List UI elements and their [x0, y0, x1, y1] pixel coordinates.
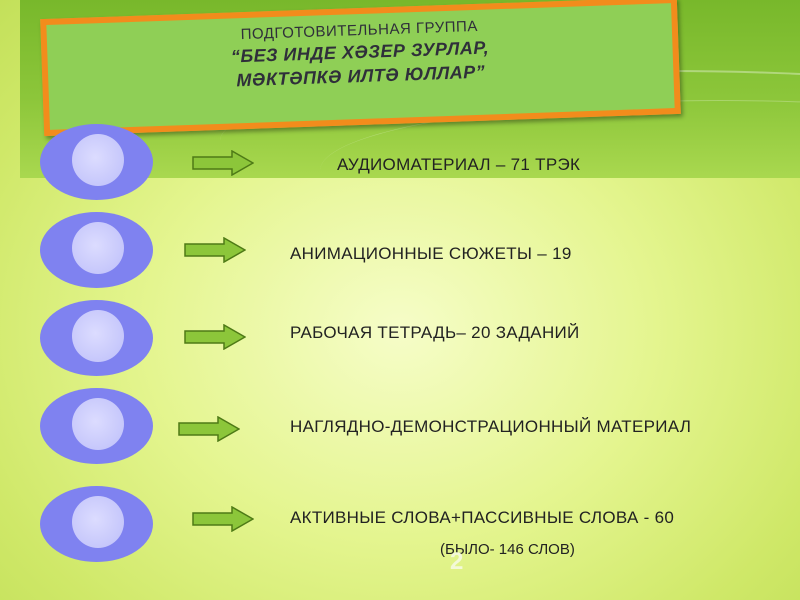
bullet-circle-icon [40, 388, 153, 464]
slide-number: 2 [450, 548, 464, 575]
bullet-circle-icon [40, 300, 153, 376]
bullet-circle-icon [40, 212, 153, 288]
bullet-circle-icon [40, 486, 153, 562]
item-label: АУДИОМАТЕРИАЛ – 71 ТРЭК [337, 155, 581, 174]
arrow-right-icon [192, 506, 254, 532]
list-item: РАБОЧАЯ ТЕТРАДЬ– 20 ЗАДАНИЙ [0, 300, 800, 380]
arrow-right-icon [178, 416, 240, 442]
item-label: АНИМАЦИОННЫЕ СЮЖЕТЫ – 19 [290, 244, 572, 263]
item-label: НАГЛЯДНО-ДЕМОНСТРАЦИОННЫЙ МАТЕРИАЛ [290, 417, 692, 436]
list-item: АКТИВНЫЕ СЛОВА+ПАССИВНЫЕ СЛОВА - 60 [0, 486, 800, 566]
list-item: АНИМАЦИОННЫЕ СЮЖЕТЫ – 19 [0, 212, 800, 292]
list-item: АУДИОМАТЕРИАЛ – 71 ТРЭК [0, 124, 800, 204]
item-label: АКТИВНЫЕ СЛОВА+ПАССИВНЫЕ СЛОВА - 60 [290, 508, 675, 527]
arrow-right-icon [192, 150, 254, 176]
item-label: РАБОЧАЯ ТЕТРАДЬ– 20 ЗАДАНИЙ [290, 323, 580, 342]
title-box: ПОДГОТОВИТЕЛЬНАЯ ГРУППА “БЕЗ ИНДЕ ХӘЗЕР … [40, 0, 681, 137]
list-item: НАГЛЯДНО-ДЕМОНСТРАЦИОННЫЙ МАТЕРИАЛ [0, 388, 800, 468]
arrow-right-icon [184, 324, 246, 350]
arrow-right-icon [184, 237, 246, 263]
item-note: (БЫЛО- 146 СЛОВ) [440, 541, 575, 558]
bullet-circle-icon [40, 124, 153, 200]
